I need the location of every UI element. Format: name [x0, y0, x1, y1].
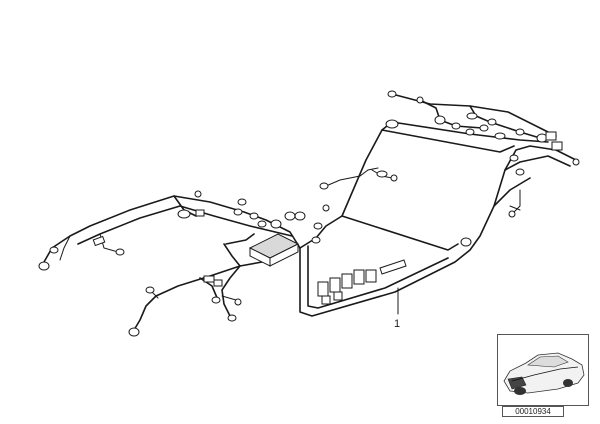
left-harness [43, 195, 301, 331]
center-connector-block [317, 259, 407, 305]
main-harness [299, 121, 577, 317]
car-silhouette-icon [503, 352, 585, 395]
control-module [248, 233, 300, 267]
part-number-label: 1 [394, 318, 400, 330]
vehicle-thumbnail [497, 334, 589, 406]
rear-branch [325, 93, 557, 215]
connectors [38, 90, 580, 337]
reference-code: 00010934 [502, 406, 564, 417]
